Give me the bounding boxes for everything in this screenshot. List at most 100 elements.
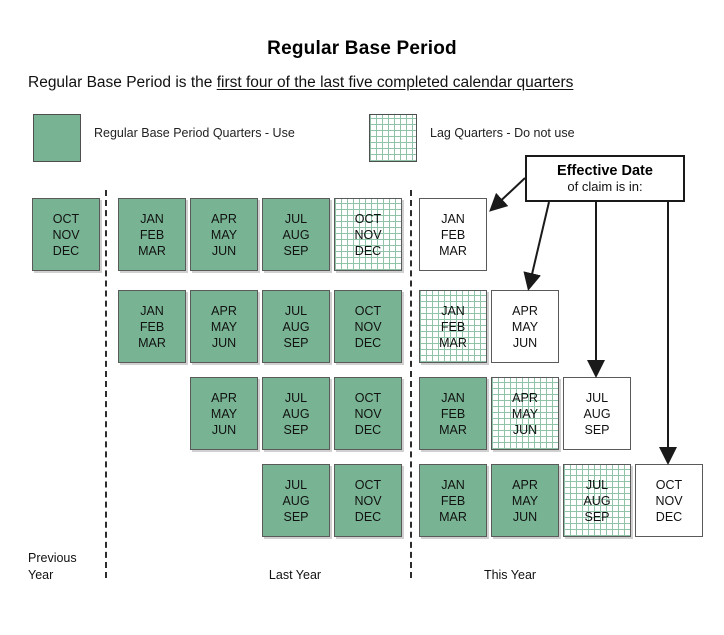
quarter-month-label: MAR xyxy=(439,422,467,437)
quarter-month-label: NOV xyxy=(354,227,382,242)
quarter-month-label: JUN xyxy=(512,422,538,437)
quarter-month-label: MAR xyxy=(439,509,467,524)
legend-swatch-lag-quarters xyxy=(369,114,417,162)
quarter-month-label: DEC xyxy=(354,243,382,258)
quarter-month-label: JUL xyxy=(284,390,308,405)
callout-subtitle: of claim is in: xyxy=(567,179,643,194)
quarter-month-label: JUN xyxy=(512,509,538,524)
quarter-month-label: APR xyxy=(211,303,237,318)
year-label-previous: Previous Year xyxy=(28,550,108,584)
quarter-month-label: NOV xyxy=(354,493,382,508)
quarter-month-label: JUL xyxy=(284,211,308,226)
quarter-month-label: DEC xyxy=(354,509,382,524)
quarter-month-label: MAR xyxy=(138,335,166,350)
year-label-last: Last Year xyxy=(268,568,322,582)
quarter-month-label: MAY xyxy=(210,319,238,334)
year-divider-last-this xyxy=(410,190,412,578)
quarter-month-label: MAY xyxy=(210,406,238,421)
quarter-month-label: OCT xyxy=(354,390,382,405)
quarter-month-label: JUN xyxy=(211,243,237,258)
quarter-month-label: SEP xyxy=(584,509,610,524)
quarter-month-label: JAN xyxy=(441,303,465,318)
quarter-month-label: JUN xyxy=(512,335,538,350)
quarter-month-label: MAY xyxy=(210,227,238,242)
legend-label-lag-quarters: Lag Quarters - Do not use xyxy=(430,126,575,140)
quarter-month-label: NOV xyxy=(52,227,80,242)
quarter-month-label: NOV xyxy=(354,406,382,421)
quarter-month-label: AUG xyxy=(282,493,310,508)
subtitle: Regular Base Period is the first four of… xyxy=(28,74,573,92)
quarter-month-label: MAY xyxy=(511,493,539,508)
quarter-month-label: DEC xyxy=(52,243,80,258)
page-title: Regular Base Period xyxy=(267,38,457,59)
quarter-month-label: MAY xyxy=(511,319,539,334)
quarter-month-label: MAR xyxy=(138,243,166,258)
quarter-month-label: MAY xyxy=(511,406,539,421)
quarter-month-label: SEP xyxy=(584,422,610,437)
quarter-month-label: OCT xyxy=(655,477,683,492)
effective-date-callout: Effective Date of claim is in: xyxy=(525,155,685,202)
quarter-month-label: APR xyxy=(512,303,538,318)
quarter-month-label: APR xyxy=(211,211,237,226)
quarter-month-label: DEC xyxy=(354,335,382,350)
subtitle-plain-text: Regular Base Period is the xyxy=(28,74,217,91)
quarter-month-label: DEC xyxy=(354,422,382,437)
quarter-month-label: AUG xyxy=(282,406,310,421)
quarter-month-label: OCT xyxy=(354,211,382,226)
year-label-previous-line1: Previous xyxy=(28,551,77,565)
quarter-month-label: JUL xyxy=(585,390,609,405)
quarter-month-label: SEP xyxy=(283,509,309,524)
quarter-month-label: NOV xyxy=(655,493,683,508)
quarter-month-label: APR xyxy=(512,477,538,492)
quarter-month-label: JUL xyxy=(284,303,308,318)
year-divider-previous-last xyxy=(105,190,107,578)
quarter-month-label: SEP xyxy=(283,243,309,258)
quarter-month-label: FEB xyxy=(440,227,466,242)
quarter-month-label: AUG xyxy=(282,319,310,334)
quarter-month-label: SEP xyxy=(283,422,309,437)
legend-swatch-base-period xyxy=(33,114,81,162)
quarter-month-label: DEC xyxy=(655,509,683,524)
quarter-month-label: JUN xyxy=(211,422,237,437)
quarter-month-label: FEB xyxy=(139,319,165,334)
quarter-month-label: AUG xyxy=(583,493,611,508)
quarter-month-label: FEB xyxy=(440,319,466,334)
callout-title: Effective Date xyxy=(557,163,653,179)
quarter-month-label: FEB xyxy=(139,227,165,242)
quarter-month-label: JUL xyxy=(585,477,609,492)
quarter-month-label: SEP xyxy=(283,335,309,350)
arrow-row-1 xyxy=(489,177,526,212)
quarter-month-label: OCT xyxy=(354,303,382,318)
quarter-month-label: JAN xyxy=(441,390,465,405)
arrow-row-2 xyxy=(523,201,550,291)
quarter-month-label: JUL xyxy=(284,477,308,492)
quarter-month-label: OCT xyxy=(354,477,382,492)
legend-label-base-period: Regular Base Period Quarters - Use xyxy=(94,126,295,140)
quarter-month-label: APR xyxy=(512,390,538,405)
quarter-month-label: MAR xyxy=(439,335,467,350)
quarter-month-label: JAN xyxy=(441,211,465,226)
